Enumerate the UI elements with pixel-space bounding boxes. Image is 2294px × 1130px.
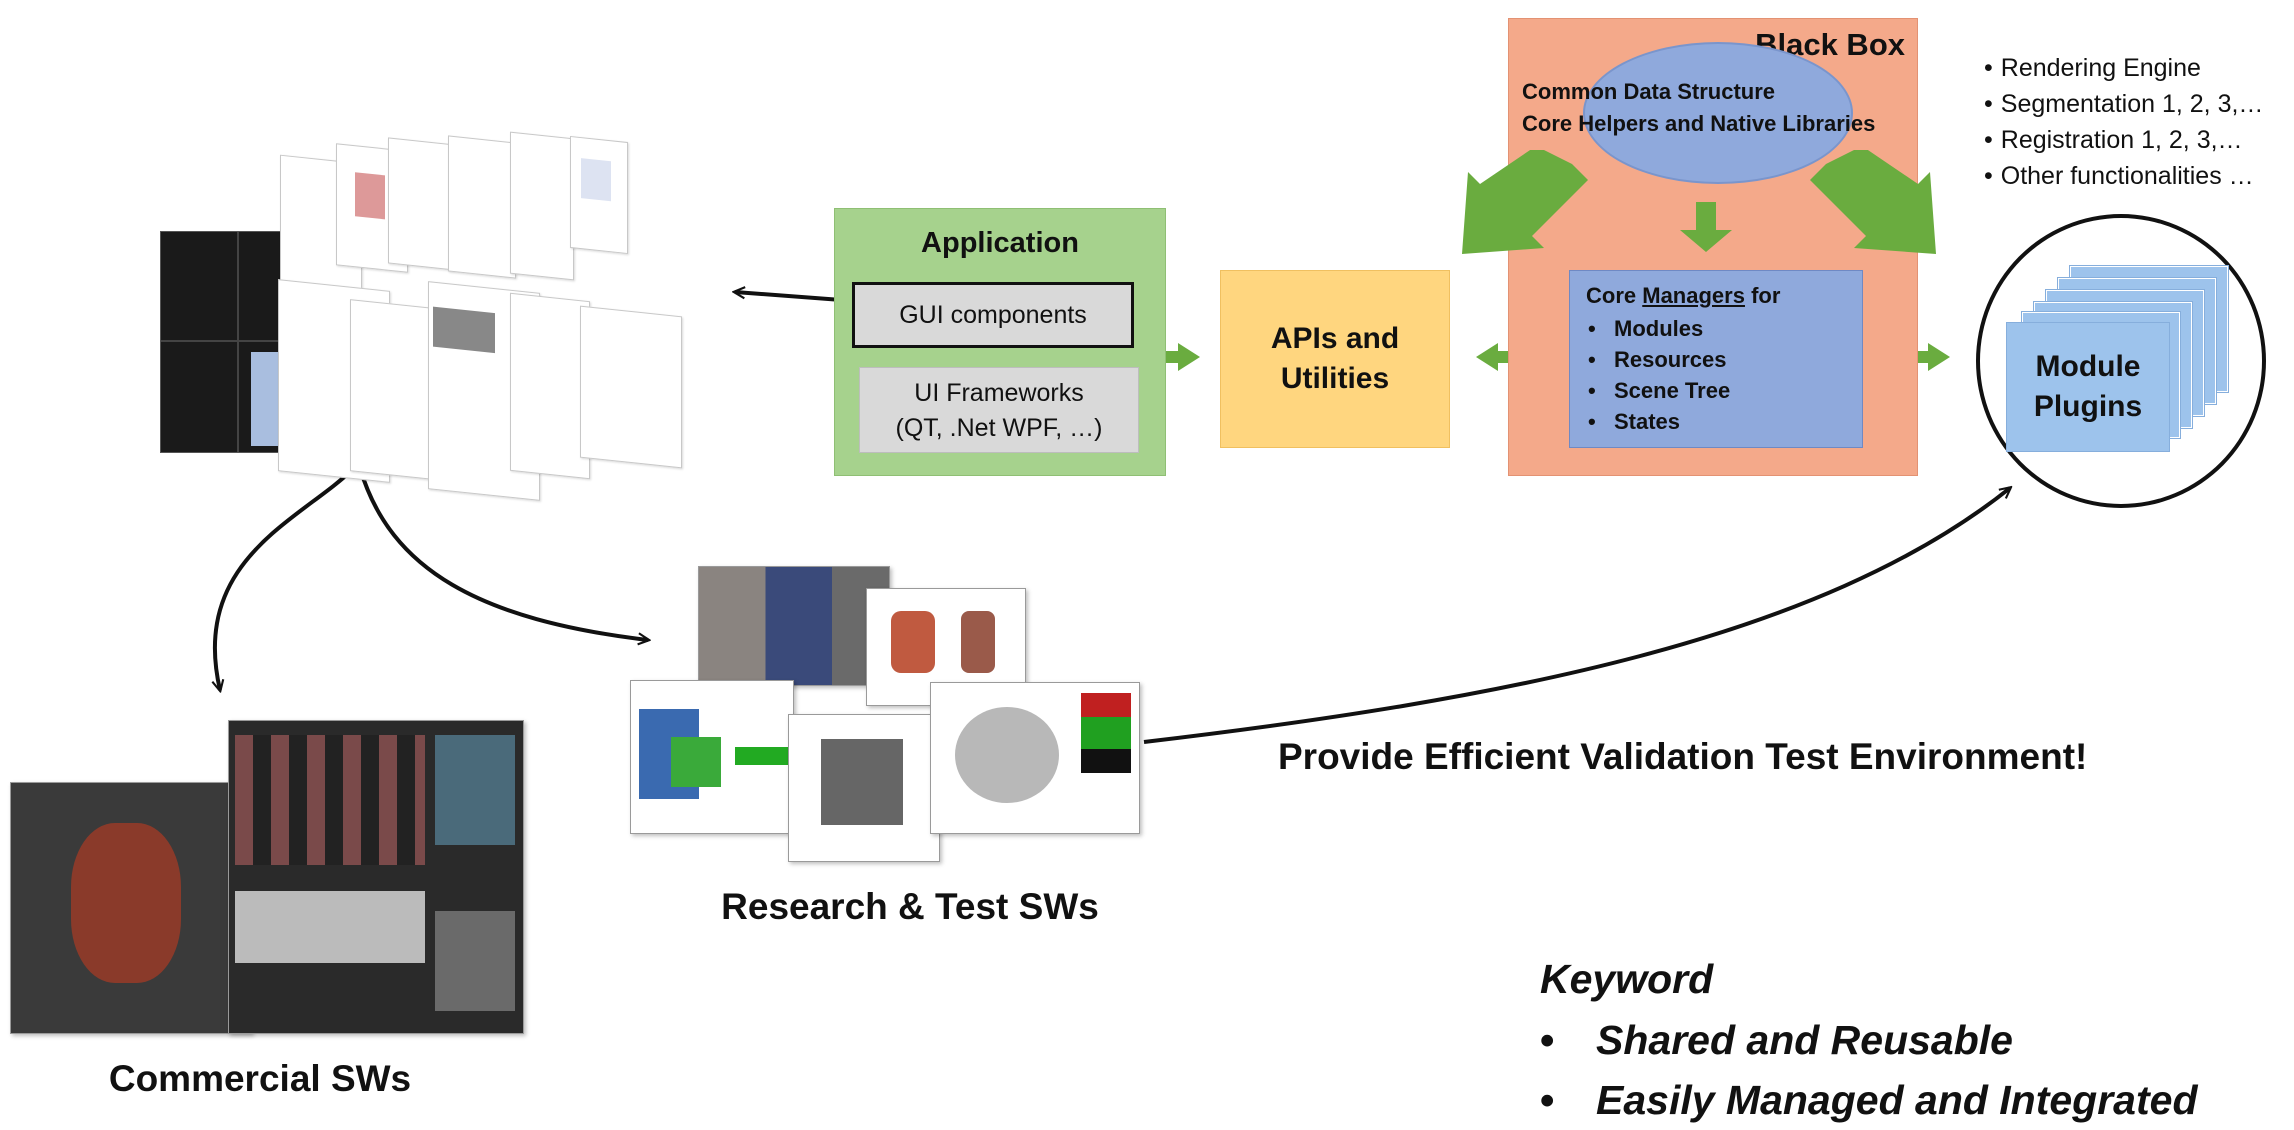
- research-shot-block: [788, 714, 940, 862]
- ui-sheet: [388, 137, 456, 271]
- ui-sheet: [510, 131, 574, 281]
- commercial-shot-volume: [10, 782, 252, 1034]
- common-data-ellipse: [1583, 42, 1853, 184]
- ui-frameworks-examples: (QT, .Net WPF, …): [895, 414, 1103, 442]
- plugins-label: Plugins: [2033, 390, 2143, 423]
- research-shot-model: [630, 680, 794, 834]
- black-box-green-arrows: [1462, 150, 1936, 254]
- core-managers-box: Core Managers for Modules Resources Scen…: [1569, 270, 1863, 448]
- core-managers-list: Modules Resources Scene Tree States: [1588, 313, 1730, 437]
- research-label: Research & Test SWs: [721, 886, 1099, 927]
- ui-frameworks-label: UI Frameworks: [914, 379, 1084, 407]
- arrow-to-commercial: [215, 468, 354, 690]
- ui-sheet: [448, 135, 516, 279]
- keyword-list: Shared and Reusable Easily Managed and I…: [1540, 1010, 2198, 1130]
- arrow-down-right: [1810, 150, 1936, 254]
- core-managers-title: Core Managers for: [1586, 283, 1781, 308]
- feature-other: Other functionalities …: [1984, 158, 2263, 194]
- core-item-scene-tree: Scene Tree: [1588, 375, 1730, 406]
- keyword-title: Keyword: [1540, 956, 1714, 1002]
- arrow-to-plugins: [1143, 488, 2010, 744]
- research-screenshots: [630, 562, 1140, 862]
- functionality-list: Rendering Engine Segmentation 1, 2, 3,… …: [1984, 50, 2264, 194]
- arrow-down-left: [1462, 150, 1588, 254]
- commercial-label: Commercial SWs: [108, 1058, 412, 1099]
- black-box-text: Common Data Structure Core Helpers and N…: [1522, 76, 1875, 140]
- utilities-label: Utilities: [1280, 362, 1390, 395]
- core-helpers-label: Core Helpers and Native Libraries: [1522, 111, 1876, 136]
- keyword-item: Easily Managed and Integrated: [1540, 1070, 2198, 1130]
- core-item-states: States: [1588, 406, 1730, 437]
- apis-utilities-box: APIs and Utilities: [1220, 270, 1450, 448]
- ui-sheet: [570, 135, 628, 255]
- ui-frameworks-box: UI Frameworks (QT, .Net WPF, …): [859, 367, 1139, 453]
- application-box: Application GUI components UI Frameworks…: [834, 208, 1166, 476]
- common-data-structure-label: Common Data Structure: [1522, 79, 1776, 104]
- arrow-down-center: [1680, 202, 1732, 252]
- core-item-modules: Modules: [1588, 313, 1730, 344]
- validation-label: Provide Efficient Validation Test Enviro…: [1278, 736, 2088, 777]
- ui-sheets-collage: [160, 131, 730, 515]
- feature-rendering-engine: Rendering Engine: [1984, 50, 2263, 86]
- apis-label: APIs and: [1270, 322, 1400, 355]
- research-shot-textures: [698, 566, 890, 686]
- research-shot-volume: [930, 682, 1140, 834]
- ui-sheet: [580, 305, 682, 469]
- application-title: Application: [921, 227, 1079, 259]
- feature-registration: Registration 1, 2, 3,…: [1984, 122, 2263, 158]
- feature-segmentation: Segmentation 1, 2, 3,…: [1984, 86, 2264, 122]
- core-item-resources: Resources: [1588, 344, 1730, 375]
- module-label: Module: [2035, 350, 2141, 383]
- gui-components-box: GUI components: [852, 282, 1134, 348]
- ui-sheet: [510, 292, 590, 480]
- commercial-screenshots: [10, 720, 524, 1040]
- module-plugins-box: Module Plugins: [2006, 322, 2170, 452]
- keyword-item: Shared and Reusable: [1540, 1010, 2198, 1070]
- arrow-to-research: [358, 467, 648, 640]
- commercial-shot-dental: [228, 720, 524, 1034]
